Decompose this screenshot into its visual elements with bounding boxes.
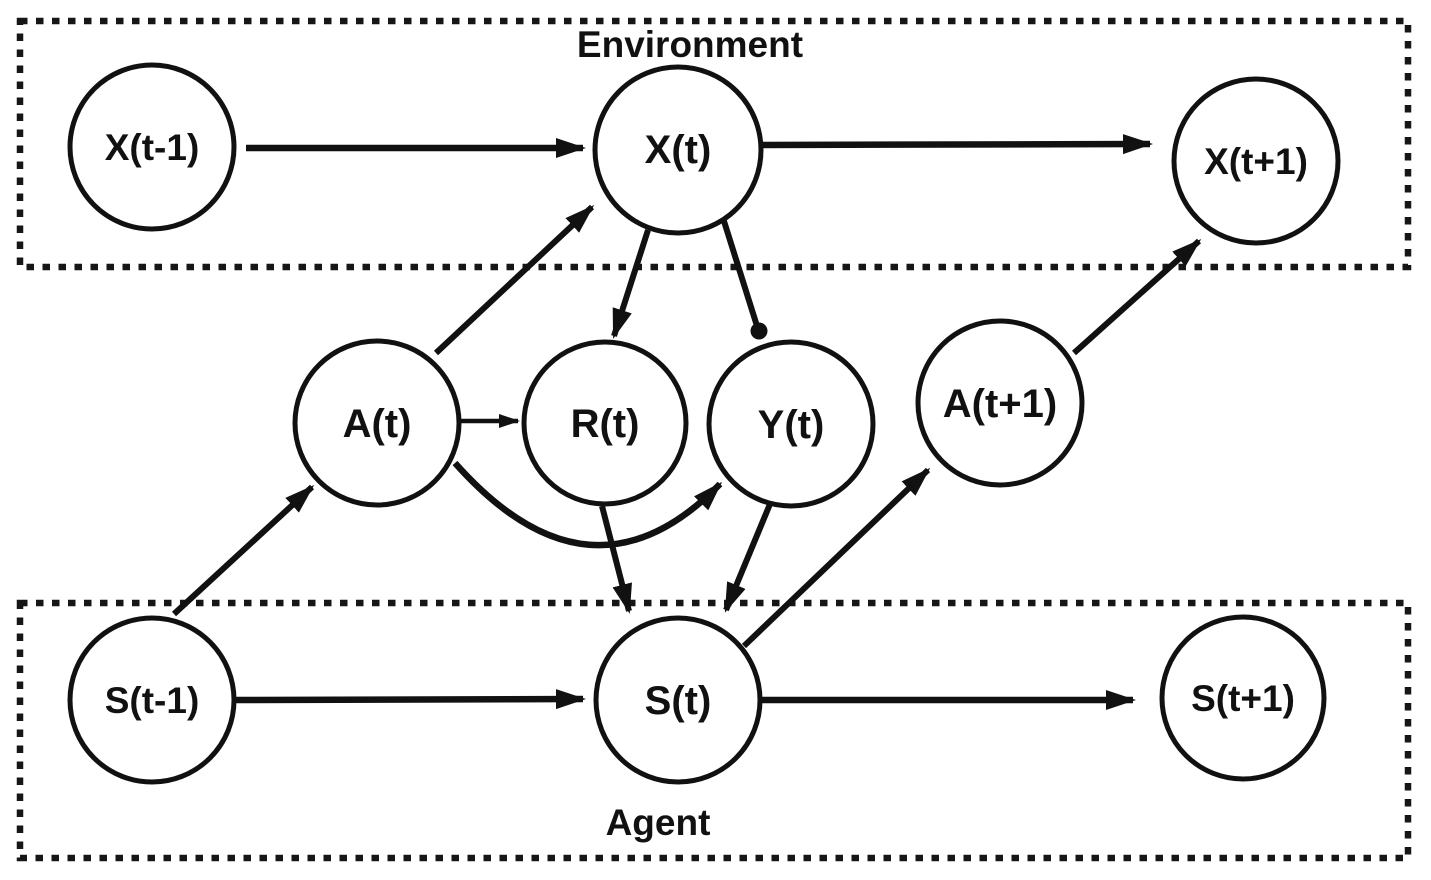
node-circle xyxy=(1171,76,1341,246)
node-label: X(t) xyxy=(645,128,712,172)
node-label: S(t+1) xyxy=(1191,678,1295,719)
node-x-t-minus-1: X(t-1) xyxy=(67,62,237,232)
edge-xt-to-xnext xyxy=(761,134,1153,155)
node-label: A(t+1) xyxy=(943,382,1057,426)
edge-sprev-to-at xyxy=(171,484,315,617)
node-circle xyxy=(521,339,689,507)
node-circle xyxy=(593,615,763,785)
edge-xt-to-yt-dot xyxy=(750,322,768,340)
node-circle xyxy=(67,62,237,232)
node-x-t: X(t) xyxy=(592,64,764,236)
edge-xt-to-rt xyxy=(611,229,651,339)
node-s-t-plus-1: S(t+1) xyxy=(1159,614,1327,782)
node-label: X(t+1) xyxy=(1204,141,1308,182)
node-label: R(t) xyxy=(571,402,640,446)
edge-rt-to-st xyxy=(599,505,632,614)
node-y-t: Y(t) xyxy=(706,339,876,509)
node-circle xyxy=(67,615,237,785)
node-s-t: S(t) xyxy=(593,615,763,785)
node-label: Y(t) xyxy=(758,403,825,447)
agent-box xyxy=(16,599,1412,862)
node-label: X(t-1) xyxy=(105,127,200,168)
agent-label: Agent xyxy=(606,802,711,843)
node-circle xyxy=(706,339,876,509)
edge-at-to-xt xyxy=(433,204,595,356)
node-r-t: R(t) xyxy=(521,339,689,507)
edge-st-to-anext xyxy=(741,467,931,649)
node-x-t-plus-1: X(t+1) xyxy=(1171,76,1341,246)
node-a-t: A(t) xyxy=(292,338,462,508)
environment-box xyxy=(16,17,1412,271)
node-s-t-minus-1: S(t-1) xyxy=(67,615,237,785)
node-label: S(t) xyxy=(645,679,712,723)
node-circle xyxy=(592,64,764,236)
node-circle xyxy=(915,318,1085,488)
edge-anext-to-xnext xyxy=(1071,238,1202,356)
node-circle xyxy=(292,338,462,508)
edge-at-to-yt-curved xyxy=(452,460,723,549)
environment-label: Environment xyxy=(577,24,803,65)
node-label: S(t-1) xyxy=(105,680,200,721)
node-label: A(t) xyxy=(343,402,412,446)
edge-yt-to-st xyxy=(723,502,773,613)
edge-xt-to-yt xyxy=(720,217,760,327)
edge-sprev-to-st xyxy=(235,689,586,710)
node-a-t-plus-1: A(t+1) xyxy=(915,318,1085,488)
node-circle xyxy=(1159,614,1327,782)
